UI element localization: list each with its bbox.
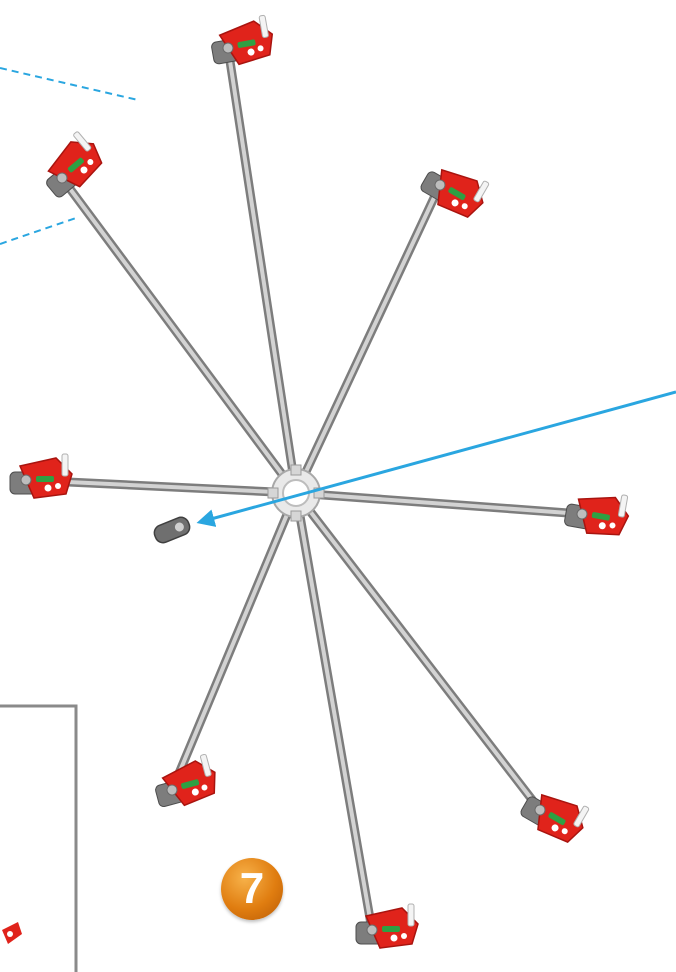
rod-lower-right — [296, 493, 540, 810]
step-number-badge: 7 — [221, 858, 283, 920]
inset-frame — [0, 706, 76, 972]
inset-part-fragment — [2, 922, 22, 944]
rod-right — [296, 493, 582, 514]
connector-right — [563, 486, 632, 540]
rod-bottom — [296, 493, 372, 930]
rod-lower-left — [172, 493, 296, 790]
connector-left — [10, 454, 72, 498]
rod-upper-left — [62, 178, 296, 493]
gray-clip-part — [152, 515, 192, 545]
step-number: 7 — [240, 867, 264, 911]
rod-top — [228, 48, 296, 493]
rod-upper-right — [296, 185, 440, 493]
connector-top — [208, 14, 277, 68]
